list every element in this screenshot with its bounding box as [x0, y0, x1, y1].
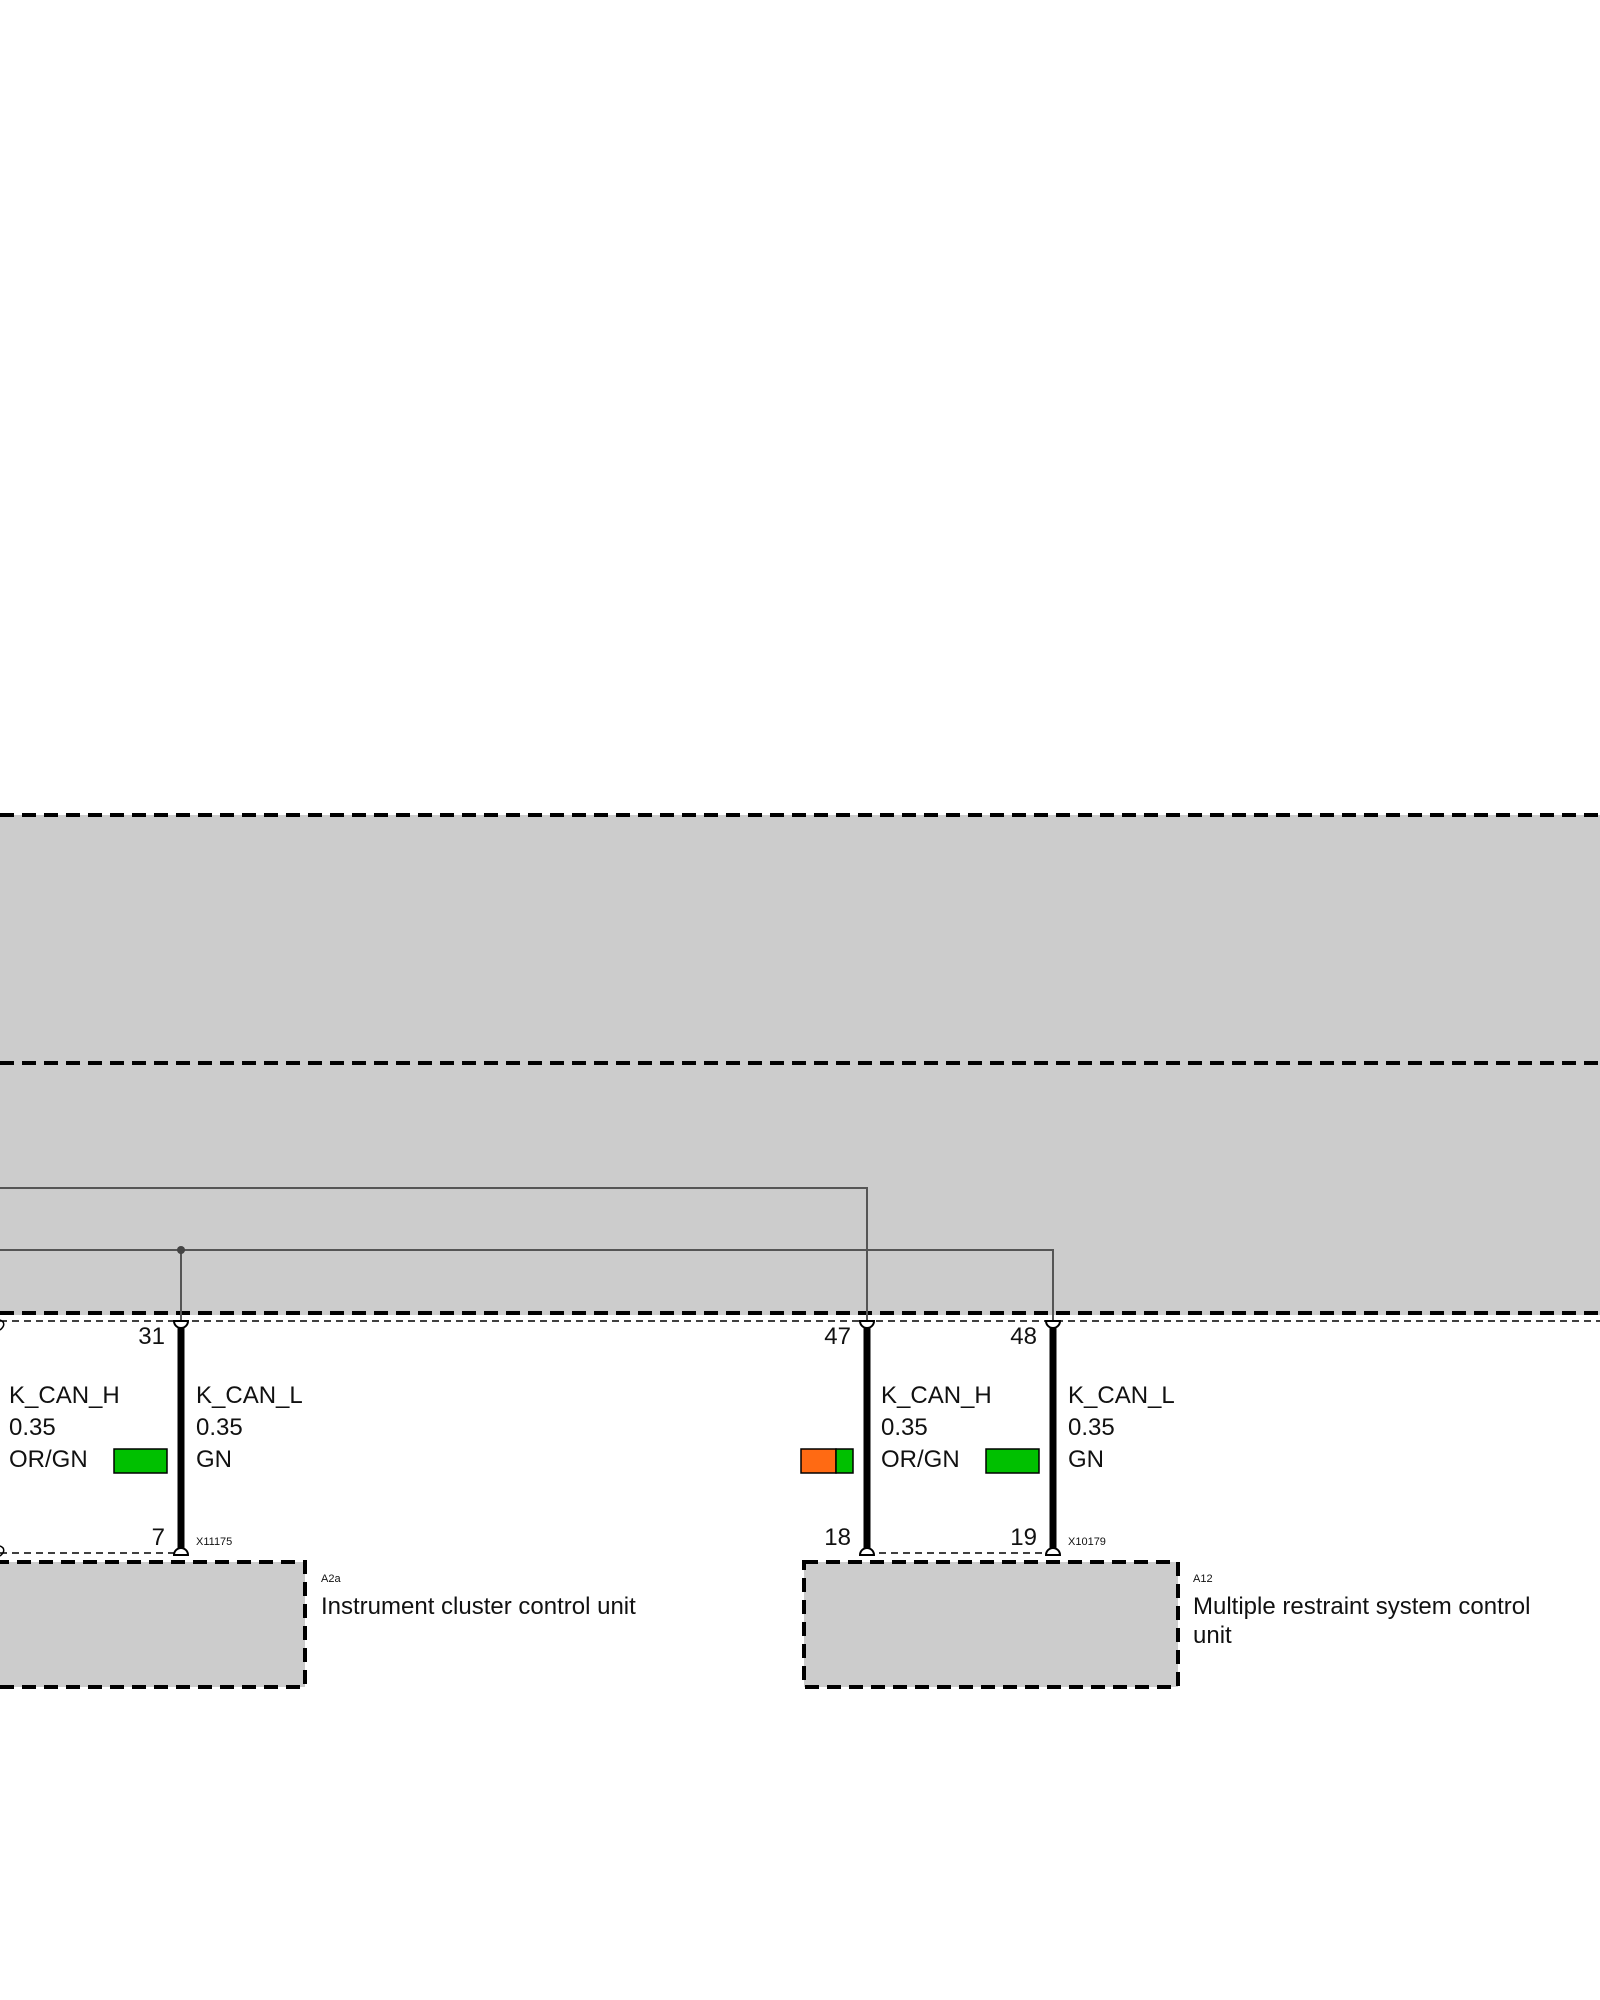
wire-color-label: GN	[1068, 1446, 1104, 1473]
connector-id-x10179: X10179	[1068, 1536, 1106, 1548]
pin-47: 47	[824, 1323, 851, 1350]
pin-19: 19	[1010, 1524, 1037, 1551]
component-id-a12: A12	[1193, 1573, 1213, 1585]
wire-color-label: GN	[196, 1446, 232, 1473]
component-id-a2a: A2a	[321, 1573, 341, 1585]
wire-color-label: OR/GN	[9, 1446, 88, 1473]
component-name-restraint-system-line2: unit	[1193, 1622, 1232, 1649]
junction-dot	[177, 1246, 185, 1254]
wire-gauge-label: 0.35	[9, 1414, 56, 1441]
wire-gauge-label: 0.35	[196, 1414, 243, 1441]
pin-18: 18	[824, 1524, 851, 1551]
internal-bus-can-h	[0, 1187, 868, 1323]
wire-gauge-label: 0.35	[1068, 1414, 1115, 1441]
wire-signal-label: K_CAN_L	[196, 1382, 303, 1409]
component-box-restraint-system	[802, 1560, 1180, 1689]
wire-color-label: OR/GN	[881, 1446, 960, 1473]
pin-caps	[172, 1320, 1062, 1556]
component-name-instrument-cluster: Instrument cluster control unit	[321, 1593, 636, 1620]
internal-bus-can-l	[0, 1249, 1054, 1323]
component-name-restraint-system-line1: Multiple restraint system control	[1193, 1593, 1530, 1620]
wire-color-swatch-orange	[800, 1448, 837, 1474]
wire-signal-label: K_CAN_L	[1068, 1382, 1175, 1409]
wire-color-swatch-green	[985, 1448, 1040, 1474]
wire-gauge-label: 0.35	[881, 1414, 928, 1441]
connector-id-x11175: X11175	[196, 1536, 232, 1548]
pin-7: 7	[152, 1524, 165, 1551]
wire-signal-label: K_CAN_H	[9, 1382, 120, 1409]
wire-signal-label: K_CAN_H	[881, 1382, 992, 1409]
wire-color-swatch-green	[113, 1448, 168, 1474]
connector-x11175-left-edge	[0, 1319, 5, 1557]
wire-color-swatch-green-stripe	[835, 1448, 854, 1474]
pin-31: 31	[138, 1323, 165, 1350]
component-box-instrument-cluster	[0, 1560, 307, 1689]
pin-48: 48	[1010, 1323, 1037, 1350]
